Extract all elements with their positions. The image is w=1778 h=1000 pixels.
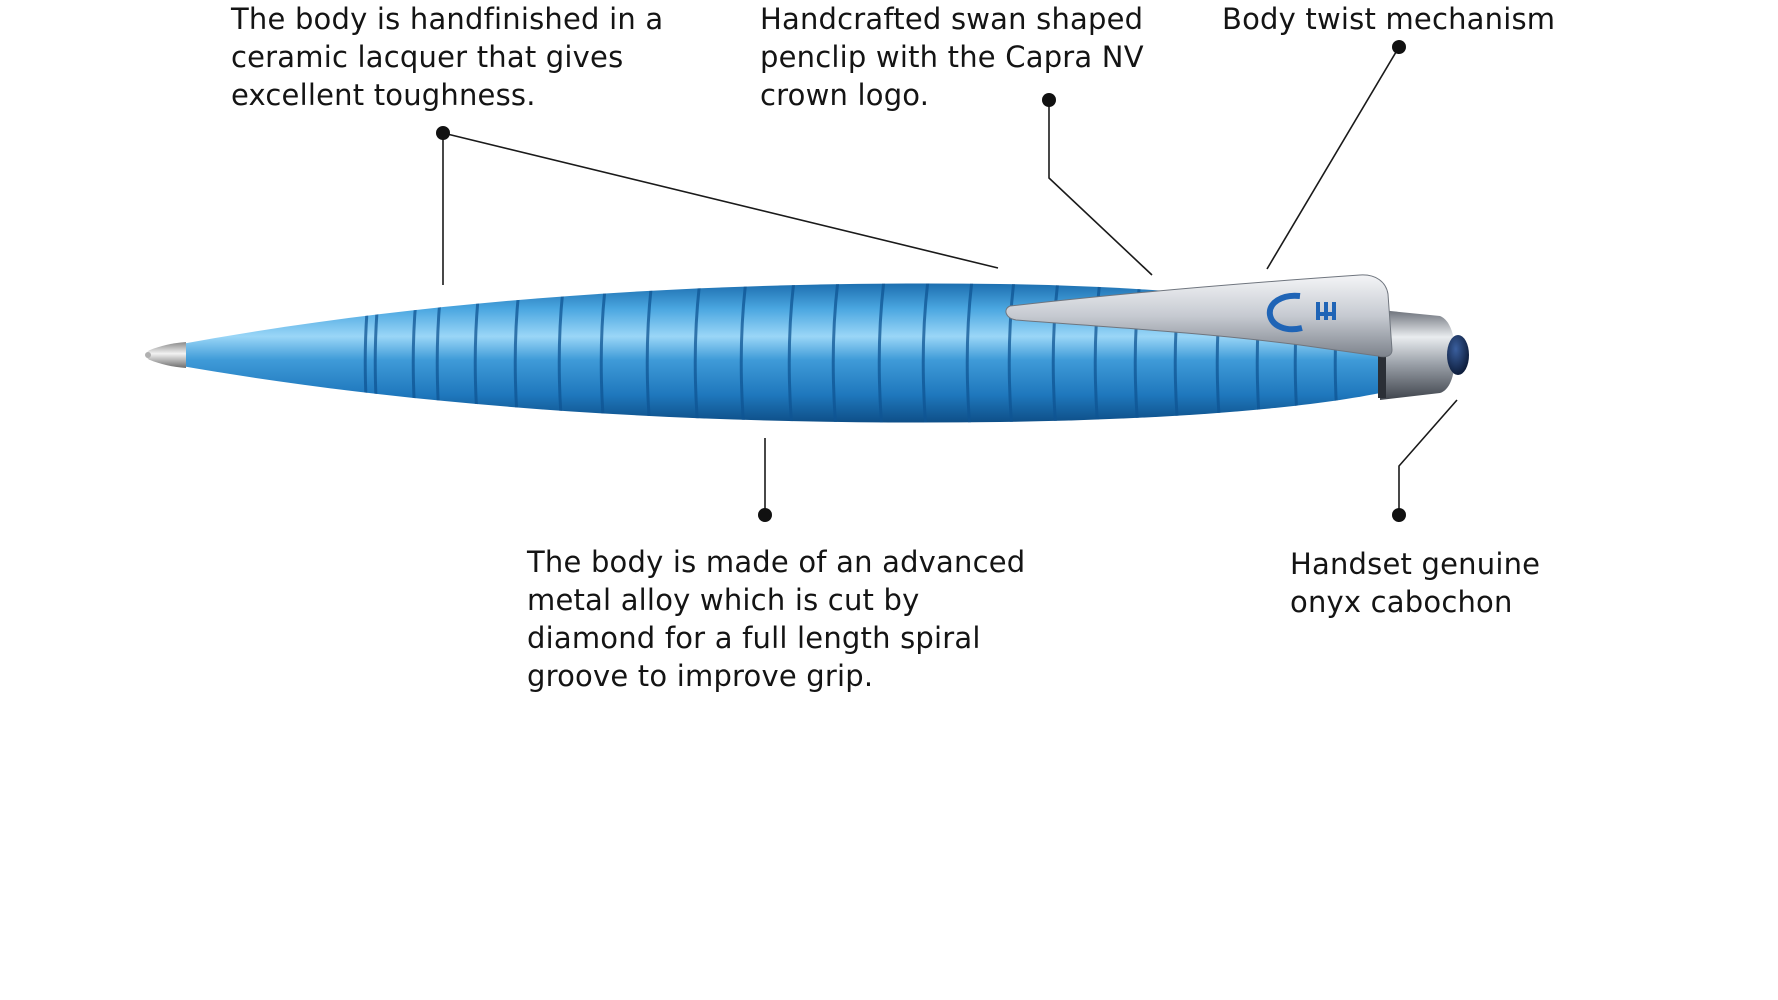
groove-line xyxy=(645,283,654,423)
dot-alloy xyxy=(758,508,772,522)
callout-line: The body is handfinished in a xyxy=(231,2,664,36)
groove-line xyxy=(1051,283,1060,423)
groove-line xyxy=(739,283,748,423)
callout-line: Handcrafted swan shaped xyxy=(760,2,1144,36)
callout-swan-penclip: Handcrafted swan shaped penclip with the… xyxy=(760,0,1144,114)
callout-line: metal alloy which is cut by xyxy=(527,583,920,617)
pen-clip xyxy=(1005,274,1393,358)
groove-line xyxy=(787,283,796,423)
groove-line xyxy=(831,283,840,423)
dot-onyx xyxy=(1392,508,1406,522)
callout-ceramic-lacquer: The body is handfinished in a ceramic la… xyxy=(231,0,663,114)
callout-line: ceramic lacquer that gives xyxy=(231,40,624,74)
callout-line: Handset genuine xyxy=(1290,547,1541,581)
callout-line: Body twist mechanism xyxy=(1222,2,1556,36)
capra-nv-crown-logo-icon xyxy=(1266,292,1336,333)
callout-line: The body is made of an advanced xyxy=(527,545,1026,579)
dot-twist xyxy=(1392,40,1406,54)
groove-line xyxy=(965,283,974,423)
groove-line xyxy=(1007,283,1016,423)
groove-line xyxy=(877,283,886,423)
pen-tip xyxy=(145,342,186,368)
dot-clip xyxy=(1042,93,1056,107)
callout-line: excellent toughness. xyxy=(231,78,536,112)
leader-onyx xyxy=(1398,399,1458,515)
callout-line: diamond for a full length spiral xyxy=(527,621,981,655)
callout-line: crown logo. xyxy=(760,78,930,112)
callout-metal-alloy: The body is made of an advanced metal al… xyxy=(527,543,1025,695)
callout-twist-mechanism: Body twist mechanism xyxy=(1222,0,1555,38)
dot-lacquer xyxy=(436,126,450,140)
onyx-cabochon xyxy=(1447,335,1469,375)
leader-clip xyxy=(1048,100,1153,276)
callout-line: groove to improve grip. xyxy=(527,659,874,693)
leader-twist xyxy=(1266,46,1400,270)
leader-lacquer xyxy=(442,131,999,285)
groove-line xyxy=(693,283,702,423)
leader-dots xyxy=(436,40,1406,522)
groove-line xyxy=(921,283,930,423)
groove-line xyxy=(599,283,608,423)
callout-onyx-cabochon: Handset genuine onyx cabochon xyxy=(1290,545,1540,621)
callout-line: penclip with the Capra NV xyxy=(760,40,1144,74)
callout-line: onyx cabochon xyxy=(1290,585,1513,619)
